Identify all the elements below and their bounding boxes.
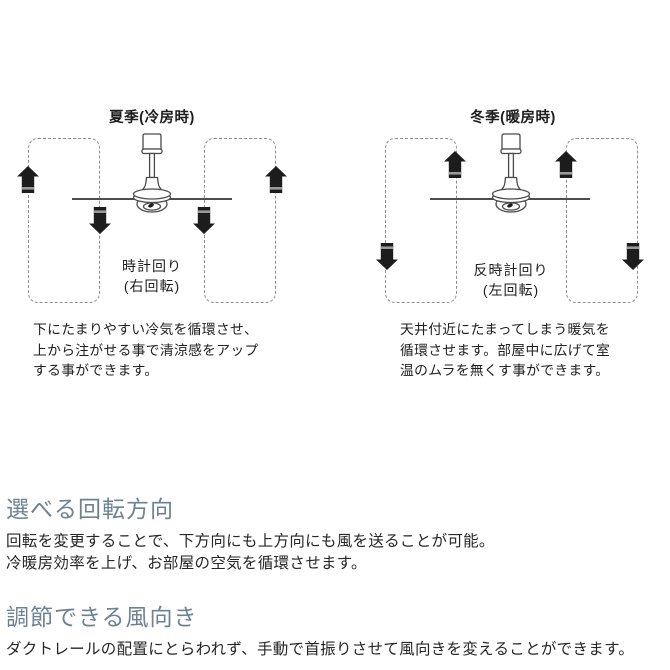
- airflow-up-arrow-icon: [444, 151, 466, 178]
- rotation-direction-subtext: (左回転): [482, 281, 540, 298]
- airflow-up-arrow-icon: [555, 151, 577, 178]
- winter-heating-diagram: 冬季(暖房時) 反時計回り (左回転) 天井付近にたまってしまう暖気を 循環させ…: [359, 0, 670, 400]
- section-body-line: ダクトレールの配置にとらわれず、手動で首振りさせて風向きを変えることができます。: [6, 641, 635, 658]
- summer-cooling-diagram: 夏季(冷房時) 時計回り (右回転) 下にたまりやすい冷気を循環させ、 上から注…: [0, 0, 335, 400]
- airflow-down-arrow-icon: [376, 243, 398, 270]
- summer-description: 下にたまりやすい冷気を循環させ、 上から注がせる事で清涼感をアップ する事ができ…: [33, 320, 259, 382]
- winter-diagram-title: 冬季(暖房時): [470, 110, 556, 126]
- winter-description: 天井付近にたまってしまう暖気を 循環させます。部屋中に広げて室 温のムラを無くす…: [400, 320, 610, 382]
- section-heading-wind-direction: 調節できる風向き: [6, 604, 198, 630]
- description-line: 上から注がせる事で清涼感をアップ: [33, 342, 259, 358]
- description-line: 天井付近にたまってしまう暖気を: [400, 322, 610, 337]
- description-line: 温のムラを無くす事ができます。: [400, 363, 610, 378]
- description-line: する事ができます。: [33, 363, 159, 378]
- winter-rotation-label: 反時計回り (左回転): [411, 261, 611, 300]
- rotation-direction-subtext: (右回転): [123, 277, 181, 294]
- airflow-down-arrow-icon: [89, 207, 111, 234]
- airflow-down-arrow-icon: [622, 243, 644, 270]
- section-body-rotation: 回転を変更することで、下方向にも上方向にも風を送ることが可能。 冷暖房効率を上げ…: [6, 531, 495, 575]
- airflow-up-arrow-icon: [265, 166, 287, 193]
- section-body-line: 冷暖房効率を上げ、お部屋の空気を循環させます。: [6, 555, 367, 572]
- section-body-line: 回転を変更することで、下方向にも上方向にも風を送ることが可能。: [6, 533, 495, 550]
- ceiling-fan-icon: [132, 133, 172, 213]
- summer-diagram-title: 夏季(冷房時): [109, 110, 195, 126]
- rotation-direction-text: 時計回り: [122, 258, 182, 274]
- ceiling-fan-icon: [491, 133, 531, 213]
- airflow-path-box-right: [566, 138, 638, 303]
- section-heading-rotation: 選べる回転方向: [6, 496, 174, 522]
- section-body-wind-direction: ダクトレールの配置にとらわれず、手動で首振りさせて風向きを変えることができます。: [6, 639, 634, 661]
- airflow-path-box-left: [385, 138, 457, 303]
- summer-rotation-label: 時計回り (右回転): [52, 257, 252, 296]
- description-line: 循環させます。部屋中に広げて室: [400, 342, 611, 358]
- description-line: 下にたまりやすい冷気を循環させ、: [33, 322, 259, 337]
- airflow-up-arrow-icon: [17, 166, 39, 193]
- rotation-direction-text: 反時計回り: [473, 262, 549, 278]
- airflow-down-arrow-icon: [193, 207, 215, 234]
